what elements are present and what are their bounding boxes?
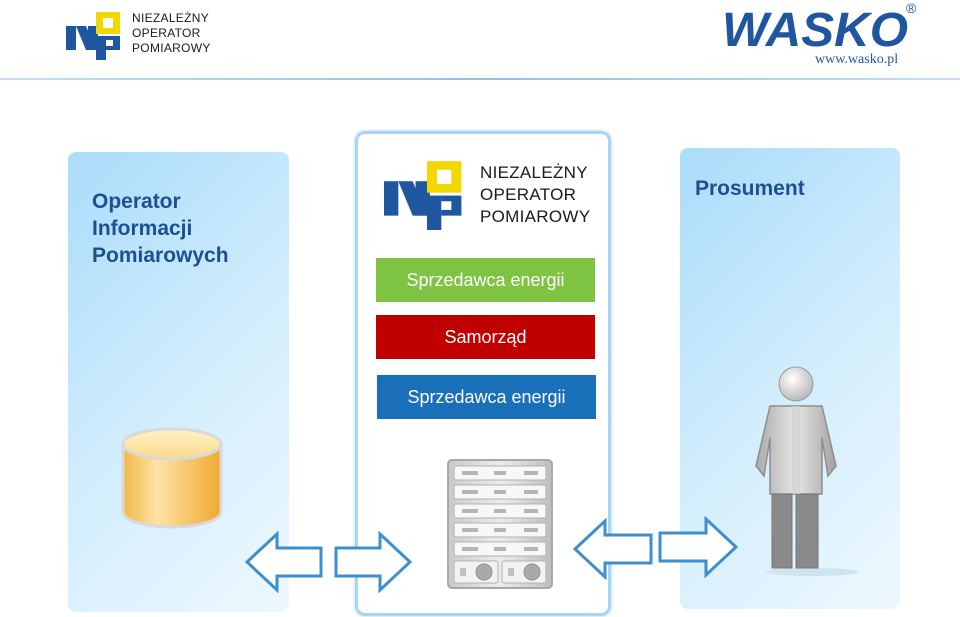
role-bar-energy-seller-green: Sprzedawca energii bbox=[376, 258, 595, 302]
operator-title-line: Informacji bbox=[92, 217, 193, 240]
nop-logo-line: POMIAROWY bbox=[132, 41, 211, 55]
arrow-left-icon bbox=[573, 518, 653, 580]
operator-title-line: Operator bbox=[92, 190, 181, 213]
arrow-left-icon bbox=[245, 531, 323, 593]
wasko-logo: WASKO bbox=[722, 2, 912, 58]
nop-logo-small bbox=[66, 12, 126, 62]
prosument-panel-title: Prosument bbox=[695, 177, 805, 200]
header-divider bbox=[0, 78, 960, 80]
operator-title-line: Pomiarowych bbox=[92, 244, 229, 267]
person-icon bbox=[752, 366, 862, 580]
operator-panel-title: Operator Informacji Pomiarowych bbox=[92, 188, 229, 269]
wasko-logo-name: WASKO bbox=[722, 4, 908, 57]
server-rack-icon bbox=[446, 458, 554, 590]
nop-logo-line: NIEZALEŻNY bbox=[480, 163, 588, 182]
arrow-right-icon bbox=[334, 531, 412, 593]
nop-logo-line: OPERATOR bbox=[132, 26, 201, 40]
nop-logo-small-text: NIEZALEŻNY OPERATOR POMIAROWY bbox=[132, 11, 211, 56]
nop-logo-line: POMIAROWY bbox=[480, 207, 591, 226]
operator-panel bbox=[68, 152, 289, 612]
nop-logo-large bbox=[384, 160, 470, 234]
nop-logo-mark-icon bbox=[66, 12, 120, 60]
role-bar-local-government: Samorząd bbox=[376, 315, 595, 359]
role-bar-energy-seller-blue: Sprzedawca energii bbox=[377, 375, 596, 419]
wasko-url: www.wasko.pl bbox=[815, 52, 899, 67]
nop-logo-line: NIEZALEŻNY bbox=[132, 11, 210, 25]
nop-logo-large-mark-icon bbox=[384, 161, 462, 230]
nop-logo-large-text: NIEZALEŻNY OPERATOR POMIAROWY bbox=[480, 162, 590, 228]
nop-logo-line: OPERATOR bbox=[480, 185, 577, 204]
database-cylinder-icon bbox=[120, 426, 224, 530]
registered-mark: ® bbox=[906, 0, 917, 16]
arrow-right-icon bbox=[658, 516, 738, 578]
